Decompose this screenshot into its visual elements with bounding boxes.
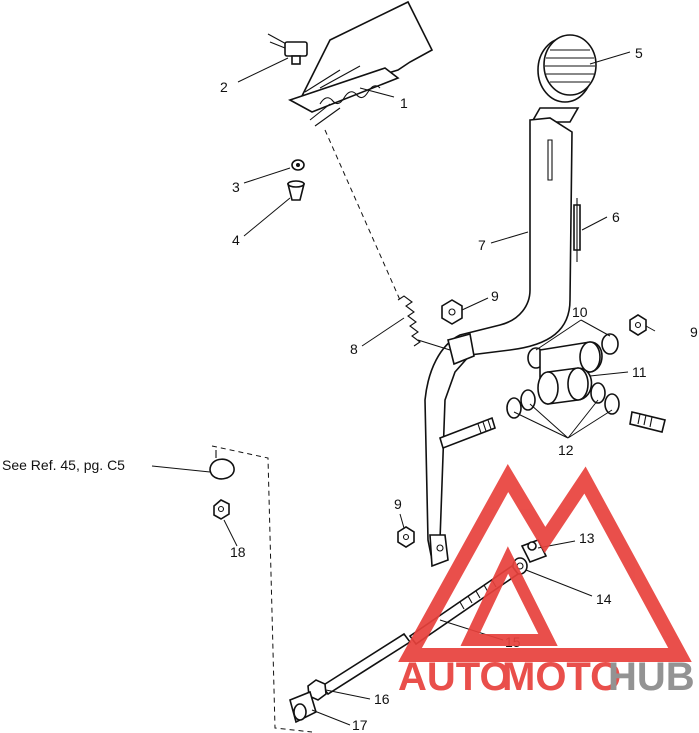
spring-clip-bracket — [288, 67, 400, 127]
callout-1: 1 — [400, 95, 408, 111]
callout-18: 18 — [230, 544, 246, 560]
watermark-text-moto: MOTO — [502, 655, 621, 699]
pivot-shaft — [539, 341, 603, 379]
brake-pedal-pad — [530, 34, 597, 123]
callout-2: 2 — [220, 79, 228, 95]
clip-nut — [213, 499, 230, 520]
watermark-text-auto: AUTO — [398, 655, 511, 699]
pivot-bolt-end — [629, 411, 666, 433]
watermark: AUTO MOTO HUB — [398, 463, 695, 699]
lock-nut-lower — [397, 526, 415, 548]
return-spring — [397, 295, 451, 351]
callout-14: 14 — [596, 591, 612, 607]
callout-4: 4 — [232, 232, 240, 248]
pivot-bolt — [439, 416, 496, 450]
callout-9-lower: 9 — [394, 496, 402, 512]
watermark-text-hub: HUB — [608, 655, 695, 699]
callout-11: 11 — [632, 364, 647, 380]
callout-9-right: 9 — [690, 324, 698, 340]
reference-note: See Ref. 45, pg. C5 — [2, 457, 125, 473]
watermark-triangle-logo — [398, 463, 692, 662]
brake-pedal-arm — [424, 117, 573, 568]
leader-lines — [151, 51, 656, 726]
lock-nut-right — [629, 314, 647, 336]
callout-13: 13 — [579, 530, 595, 546]
callout-9-upper: 9 — [491, 288, 499, 304]
rod-end — [289, 690, 317, 724]
lock-nut-upper — [441, 299, 463, 325]
clevis-adjuster — [520, 538, 548, 564]
callout-6: 6 — [612, 209, 620, 225]
rubber-bumper — [286, 180, 306, 201]
callout-17: 17 — [352, 717, 368, 733]
cotter-pin — [573, 198, 581, 262]
callout-10: 10 — [572, 304, 588, 320]
small-nut — [291, 159, 305, 171]
callout-5: 5 — [635, 45, 643, 61]
callout-16: 16 — [374, 691, 390, 707]
callout-7: 7 — [478, 237, 486, 253]
wire-connector — [267, 33, 308, 65]
callout-labels: 1 2 3 4 5 6 7 8 9 9 9 10 11 12 13 14 15 … — [2, 45, 698, 733]
cable-clip — [209, 450, 235, 480]
callout-12: 12 — [558, 442, 574, 458]
callout-8: 8 — [350, 341, 358, 357]
pivot-bushing — [537, 367, 593, 405]
callout-3: 3 — [232, 179, 240, 195]
